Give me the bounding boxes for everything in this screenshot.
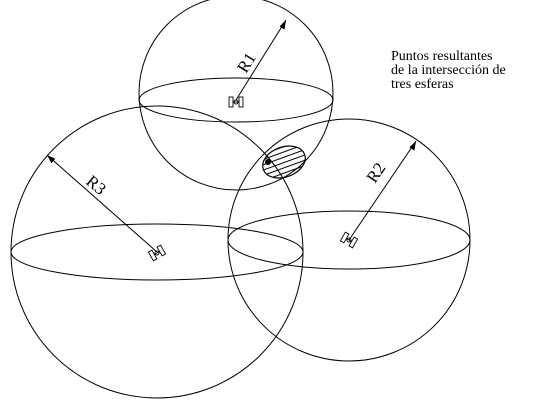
radius-label-r2: R2 — [363, 159, 390, 186]
sphere-1 — [138, 0, 334, 191]
annotation-line-1: Puntos resultantes — [391, 49, 493, 64]
satellite-icon — [228, 96, 244, 108]
radius-label-r1: R1 — [233, 49, 260, 76]
r1-arrowhead — [279, 20, 286, 30]
annotation-line-2: de la intersección de — [391, 63, 506, 78]
intersection-annotation: Puntos resultantes de la intersección de… — [391, 50, 546, 92]
intersection-point — [265, 159, 271, 165]
sphere-2-equator — [227, 210, 471, 270]
r2-arrowhead — [409, 141, 416, 151]
radius-label-r3: R3 — [82, 172, 109, 199]
radius-r1-line — [235, 19, 287, 101]
r3-arrowhead — [47, 155, 56, 164]
annotation-line-3: tres esferas — [391, 77, 454, 92]
satellite-icon — [147, 244, 167, 262]
sphere-3-equator — [10, 223, 304, 281]
sphere-1-equator — [138, 77, 334, 123]
radius-r3-line — [46, 154, 158, 253]
radius-r2-line — [348, 140, 417, 241]
intersection-region — [262, 145, 306, 179]
satellite-icon — [339, 231, 359, 249]
